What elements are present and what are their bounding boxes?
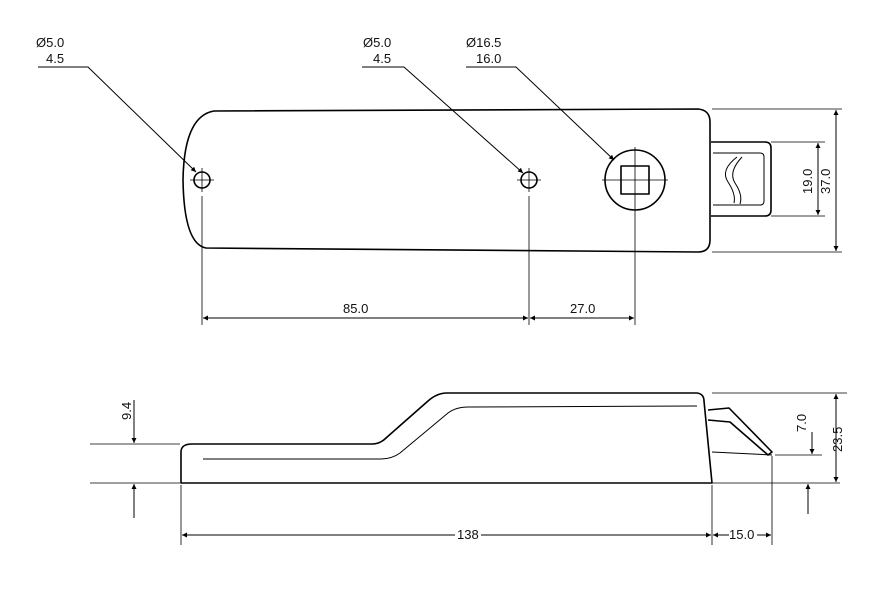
top-view-tab-cam [725, 156, 743, 205]
hole-mid-depth: 4.5 [373, 51, 391, 66]
dim-tab-length: 15.0 [729, 527, 754, 542]
dim-step-height: 9.4 [119, 402, 134, 420]
hole-right-centerlines [602, 147, 668, 213]
dim-total-width: 37.0 [818, 169, 833, 194]
dim-tab-height: 7.0 [794, 414, 809, 432]
hole-right-diameter: Ø16.5 [466, 35, 501, 50]
dim-body-length: 138 [457, 527, 479, 542]
leader-hole-right [466, 66, 615, 161]
side-view-tab-outline [707, 407, 773, 456]
leader-hole-mid [362, 66, 524, 174]
hole-right-depth: 16.0 [476, 51, 501, 66]
top-view-tab-outline [711, 141, 772, 217]
top-view-body-outline [182, 108, 711, 253]
hole-left-depth: 4.5 [46, 51, 64, 66]
extension-lines-right [712, 108, 842, 253]
top-view: Ø5.0 4.5 Ø5.0 4.5 Ø16.5 16.0 85.0 27.0 1… [36, 35, 842, 325]
hole-left-diameter: Ø5.0 [36, 35, 64, 50]
extension-lines-side-bottom [180, 456, 773, 545]
extension-lines-side-right [712, 392, 847, 484]
hole-mid-diameter: Ø5.0 [363, 35, 391, 50]
dim-total-height: 23.5 [830, 427, 845, 452]
top-view-tab-inner [713, 152, 765, 206]
side-view-body-outline [180, 392, 713, 484]
leader-hole-left [38, 66, 197, 173]
dim-tab-width: 19.0 [800, 169, 815, 194]
side-view-tab-base [711, 451, 773, 456]
side-view-inner-line [203, 405, 698, 460]
hole-mid-centerlines [517, 168, 541, 192]
hole-left-centerlines [190, 168, 214, 192]
extension-lines-step [90, 443, 180, 484]
side-view: 9.4 7.0 23.5 138 15.0 [90, 392, 847, 545]
dim-hole-to-center: 27.0 [570, 301, 595, 316]
dim-hole-spacing: 85.0 [343, 301, 368, 316]
extension-lines-bottom [201, 196, 636, 325]
